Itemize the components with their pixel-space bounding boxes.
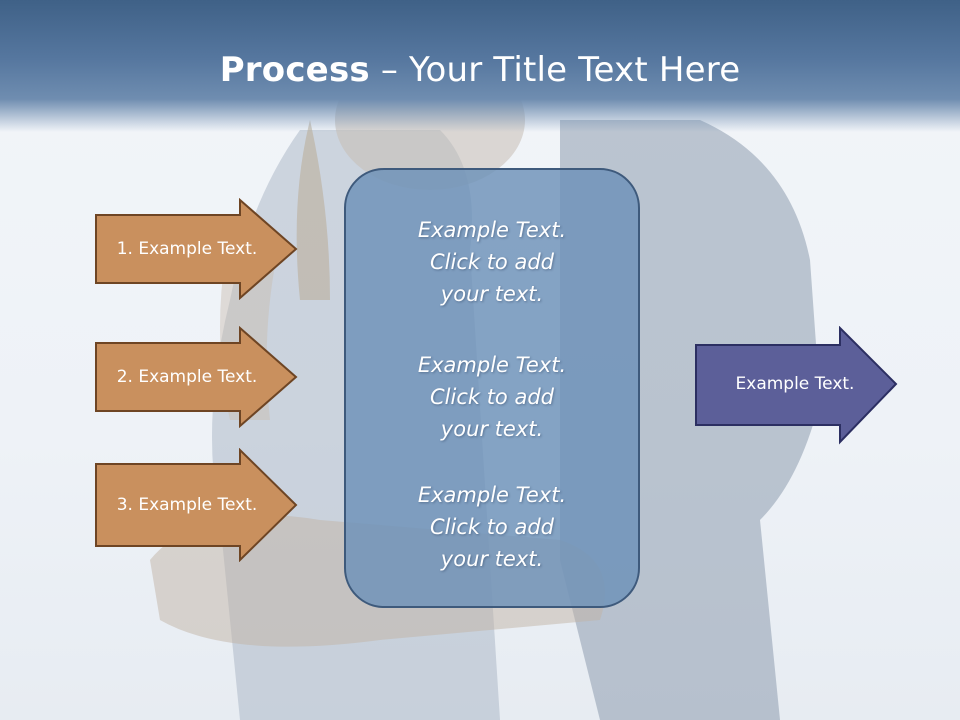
content-block-1: Example Text. Click to add your text. — [346, 214, 638, 310]
block-1-line-3: your text. — [440, 282, 544, 306]
output-arrow[interactable] — [694, 326, 900, 446]
block-2-line-3: your text. — [440, 417, 544, 441]
content-block-2: Example Text. Click to add your text. — [346, 349, 638, 445]
block-3-line-3: your text. — [440, 547, 544, 571]
block-1-line-2: Click to add — [429, 250, 554, 274]
step-label-2: 2. Example Text. — [116, 367, 258, 387]
title-rest: – Your Title Text Here — [369, 50, 741, 90]
block-2-line-1: Example Text. — [417, 353, 567, 377]
content-block-3: Example Text. Click to add your text. — [346, 479, 638, 575]
slide-title[interactable]: Process – Your Title Text Here — [0, 50, 960, 90]
step-label-1: 1. Example Text. — [116, 239, 258, 259]
block-3-line-2: Click to add — [429, 515, 554, 539]
step-label-3: 3. Example Text. — [116, 495, 258, 515]
output-label: Example Text. — [735, 374, 855, 394]
step-arrow-2[interactable] — [94, 326, 300, 428]
block-1-line-1: Example Text. — [417, 218, 567, 242]
center-content-box[interactable]: Example Text. Click to add your text. Ex… — [344, 168, 640, 608]
step-arrow-1[interactable] — [94, 198, 300, 300]
step-arrow-3[interactable] — [94, 448, 300, 562]
title-bold: Process — [219, 50, 370, 90]
header-band — [0, 0, 960, 132]
block-3-line-1: Example Text. — [417, 483, 567, 507]
block-2-line-2: Click to add — [429, 385, 554, 409]
